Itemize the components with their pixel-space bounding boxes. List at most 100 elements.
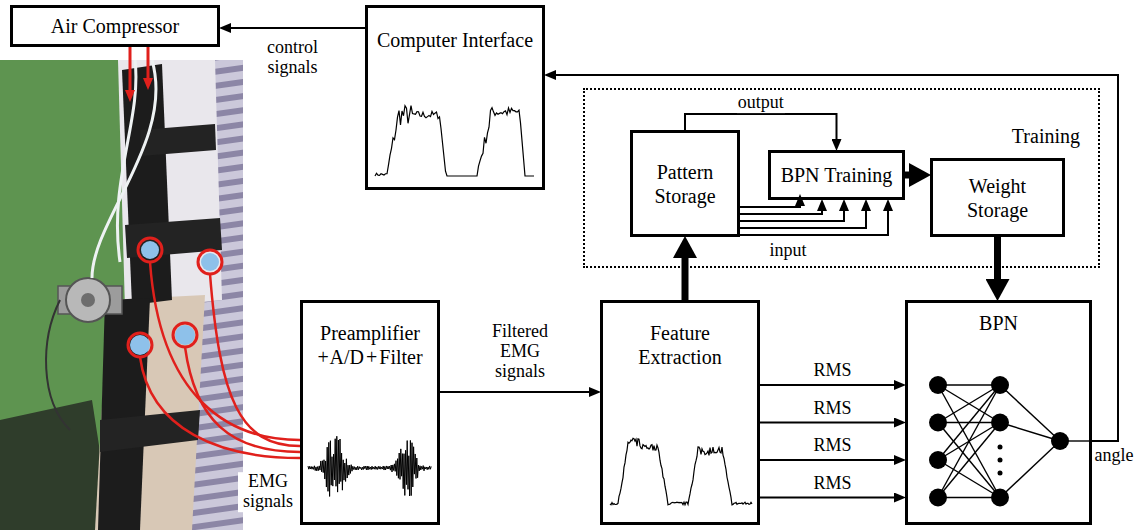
node-label: Training [585,124,1080,148]
network-link [938,423,1000,498]
connector-arrow [760,497,894,499]
connector-arrow [760,384,894,386]
dark-background [0,400,112,530]
network-box: BPN [905,300,1092,525]
device-box: Air Compressor [10,5,220,47]
network-link [938,460,1000,498]
red-circle [138,238,162,262]
network-link [938,385,1000,460]
node-label: Air Compressor [51,14,179,38]
network-link [938,385,1000,423]
process-box: Feature Extraction [600,300,760,525]
node-label: Feature Extraction [611,321,749,369]
electrode-markers [128,47,300,458]
signal-label: RMS [812,361,852,381]
network-link [1000,423,1060,442]
red-circle [173,323,197,347]
connector-arrow [682,258,689,300]
red-circle [198,250,222,274]
process-box: BPN Training [768,150,905,200]
signal-label: angle [1094,446,1135,466]
neuron [929,489,947,507]
rms-waveform [610,438,752,505]
signal-label: input [768,241,807,261]
neuron [929,376,947,394]
node-label: Computer Interface [376,28,534,52]
network-link [938,385,1000,498]
emg-wire [185,347,300,452]
ellipsis-dot [998,458,1003,463]
connector-arrow [994,237,1001,279]
sensor-cable [46,300,70,430]
connector-arrow [740,211,844,221]
air-tube [117,60,136,262]
neuron [929,451,947,469]
control-waveform [375,106,534,176]
emg-electrode [141,241,159,259]
red-circle [128,333,152,357]
connector-arrow [760,459,894,461]
forearm [95,295,205,530]
interface-box: Computer Interface [365,5,545,190]
emg-electrode [175,325,195,345]
signal-label: control signals [252,38,334,78]
connector-arrow [740,211,866,228]
signal-label: output [737,93,785,113]
emg-wire [140,357,300,458]
network-link [1000,385,1060,441]
network-link [1000,441,1060,498]
green-backdrop [0,60,243,530]
elbow-joint [66,278,110,322]
node-label: BPN [916,311,1081,335]
neuron [991,489,1009,507]
process-box: Preamplifier + A/D + Filter [300,300,440,525]
emg-wire [150,262,300,440]
network-link [938,497,1000,498]
node-label: Preamplifier + A/D + Filter [315,321,425,369]
connector-arrow [440,391,589,393]
emg-wire [210,274,300,446]
network-link [938,385,1000,423]
neuron [991,414,1009,432]
joint-hub [81,293,95,307]
air-supply-arrow [147,47,150,78]
network-link [938,385,1000,498]
signal-label: Filtered EMG signals [481,322,559,381]
network-link [938,423,1000,498]
connector-arrow [556,75,1118,441]
process-box: Weight Storage [930,158,1065,237]
neuron [1051,432,1069,450]
connector-arrow [905,172,909,179]
exoskeleton-photo [0,60,243,530]
emg-waveform [308,436,431,496]
connector-arrow [740,206,800,207]
emg-electrode [130,335,150,355]
air-supply-arrow [129,47,132,90]
process-box: Pattern Storage [630,130,740,237]
signal-label: RMS [812,474,852,494]
upper-arm-sleeve [118,60,222,310]
neural-network [929,376,1089,507]
upper-brace [122,64,172,305]
signal-label: EMG signals [238,472,298,512]
neuron [991,376,1009,394]
node-label: Weight Storage [941,174,1054,222]
emg-electrode [201,253,219,271]
training-group: TrainingPattern Storage BPN Training Weigh… [583,88,1100,268]
node-label: BPN Training [781,163,893,187]
connector-arrow [685,114,837,139]
neuron [929,414,947,432]
ellipsis-dot [998,471,1003,476]
signal-label: RMS [812,436,852,456]
connector-arrow [760,422,894,424]
connector-arrow [740,211,888,235]
connector-arrow [231,27,365,29]
signal-plots [308,106,752,505]
signal-label: RMS [812,399,852,419]
network-link [938,384,1000,385]
